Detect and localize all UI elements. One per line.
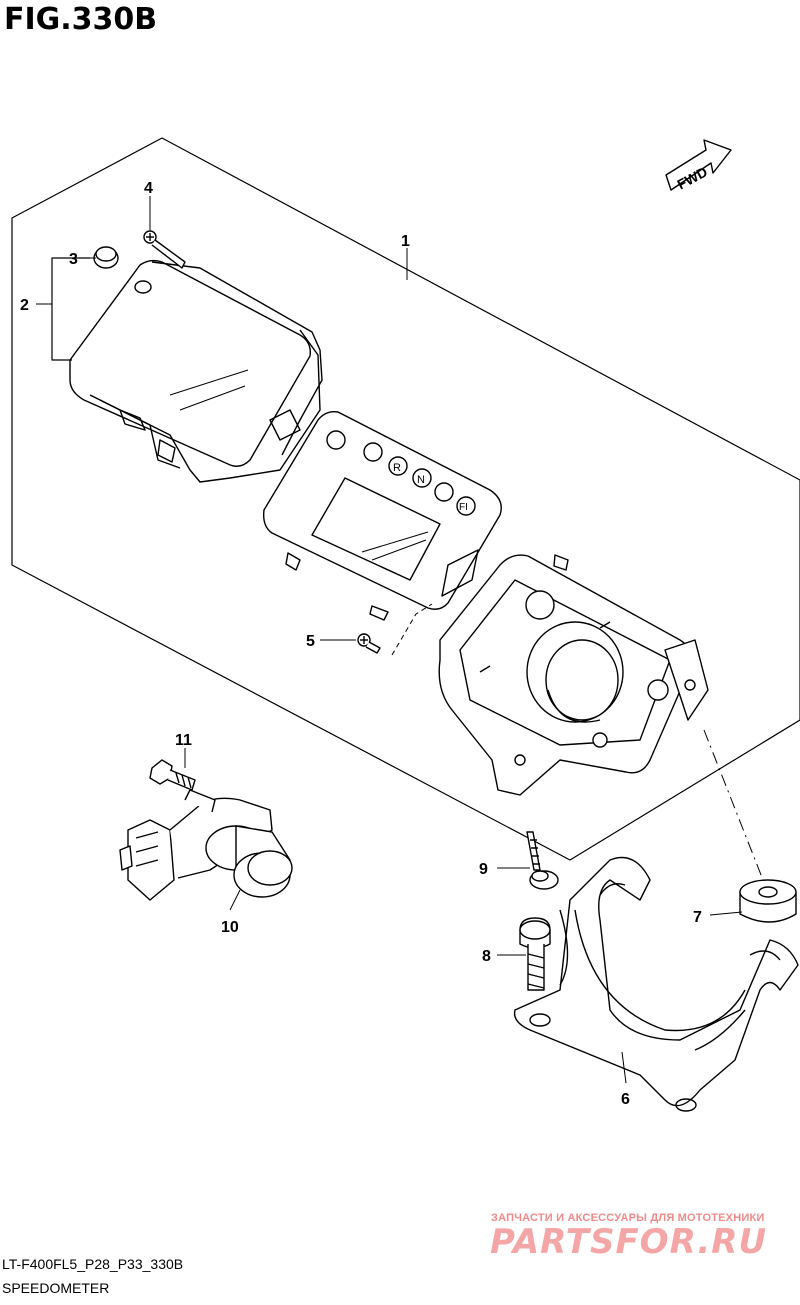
meter-cover [69, 259, 323, 483]
bolt-part-8 [519, 917, 551, 991]
panel-icon-r: R [393, 462, 401, 474]
case-to-grommet-guide [703, 729, 766, 886]
bracket-part-6 [513, 856, 799, 1112]
display-panel: R N FI [262, 410, 502, 621]
callout-10: 10 [221, 919, 239, 936]
screw-part-5 [357, 633, 381, 654]
callout-6: 6 [621, 1091, 630, 1108]
callout-4: 4 [144, 180, 153, 197]
callout-2: 2 [20, 297, 29, 314]
assembly-outline [11, 137, 800, 861]
bolt-part-11 [149, 759, 196, 791]
watermark-logo: PARTSFOR.RU [490, 1222, 768, 1262]
meter-case [438, 554, 709, 796]
figure-title: FIG.330B [4, 2, 158, 37]
section-name: SPEEDOMETER [2, 1280, 110, 1296]
callout-9: 9 [479, 861, 488, 878]
callout-8: 8 [482, 948, 491, 965]
callout-7: 7 [693, 909, 702, 926]
callout-1: 1 [401, 233, 410, 250]
callout-5: 5 [306, 633, 315, 650]
panel-icon-n: N [417, 474, 425, 486]
knob-part [93, 246, 119, 269]
screw-part-4 [143, 230, 186, 269]
grommet-part-7 [739, 879, 797, 923]
fwd-arrow: FWD [665, 139, 732, 193]
bracket-2 [51, 257, 90, 361]
panel-dashed-guide [391, 603, 433, 656]
screw-part-9 [526, 831, 559, 890]
model-code: LT-F400FL5_P28_P33_330B [2, 1256, 184, 1272]
callout-leaders [36, 196, 743, 1084]
watermark-tagline: ЗАПЧАСТИ И АКСЕССУАРЫ ДЛЯ МОТОТЕХНИКИ [491, 1212, 765, 1224]
panel-icon-fi: FI [459, 502, 468, 513]
callout-3: 3 [69, 251, 78, 268]
callout-11: 11 [175, 732, 192, 749]
speed-sensor-part-10 [119, 789, 293, 901]
